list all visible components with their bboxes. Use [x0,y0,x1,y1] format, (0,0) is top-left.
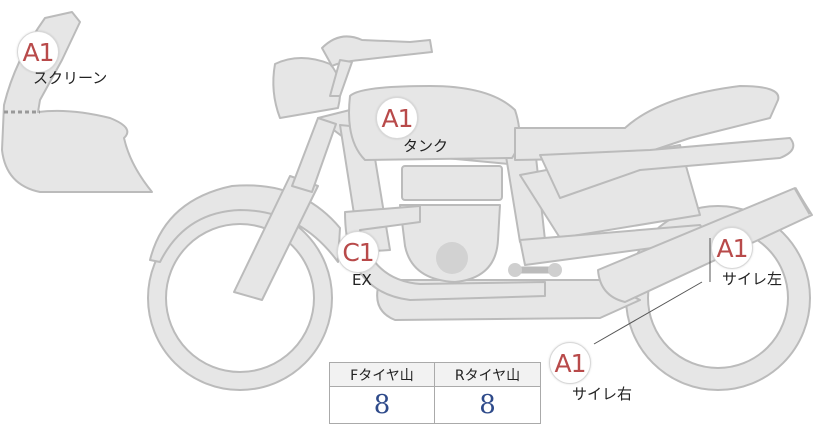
fork-upper-shape [291,117,337,193]
damage-marker-exhaust: C1 [337,231,379,273]
part-label-tank: タンク [403,137,449,155]
leader-line-muffler-right [593,281,703,345]
part-label-screen: スクリーン [33,69,108,87]
engine-cover-shape [436,242,468,274]
damage-grade-tank: A1 [381,103,413,133]
damage-marker-screen: A1 [17,31,59,73]
rear-tread-header: Rタイヤ山 [435,363,540,387]
damage-grade-exhaust: C1 [342,237,374,267]
handlebar-shape [321,35,433,67]
engine-top-shape [401,165,503,201]
handlebar-stem-shape [329,59,353,97]
rear-tread-value: 8 [479,390,496,420]
front-tread-value: 8 [330,387,435,423]
part-label-muffler-right: サイレ右 [572,385,633,403]
damage-marker-muffler-right: A1 [549,342,591,384]
damage-grade-screen: A1 [22,37,54,67]
damage-marker-tank: A1 [376,97,418,139]
damage-marker-muffler-left: A1 [711,227,753,269]
tire-tread-table: Fタイヤ山 Rタイヤ山 8 8 [329,362,541,424]
front-wheel-rim [165,223,315,373]
muffler-shape [597,187,813,303]
headlight-cowl-shape [272,57,342,119]
part-label-muffler-left: サイレ左 [722,270,783,288]
front-tread-header: Fタイヤ山 [330,363,435,387]
seat-shape [514,85,780,161]
damage-grade-muffler-right: A1 [554,348,586,378]
part-label-exhaust: EX [352,271,372,289]
tail-shape [539,137,795,199]
damage-grade-muffler-left: A1 [716,233,748,263]
